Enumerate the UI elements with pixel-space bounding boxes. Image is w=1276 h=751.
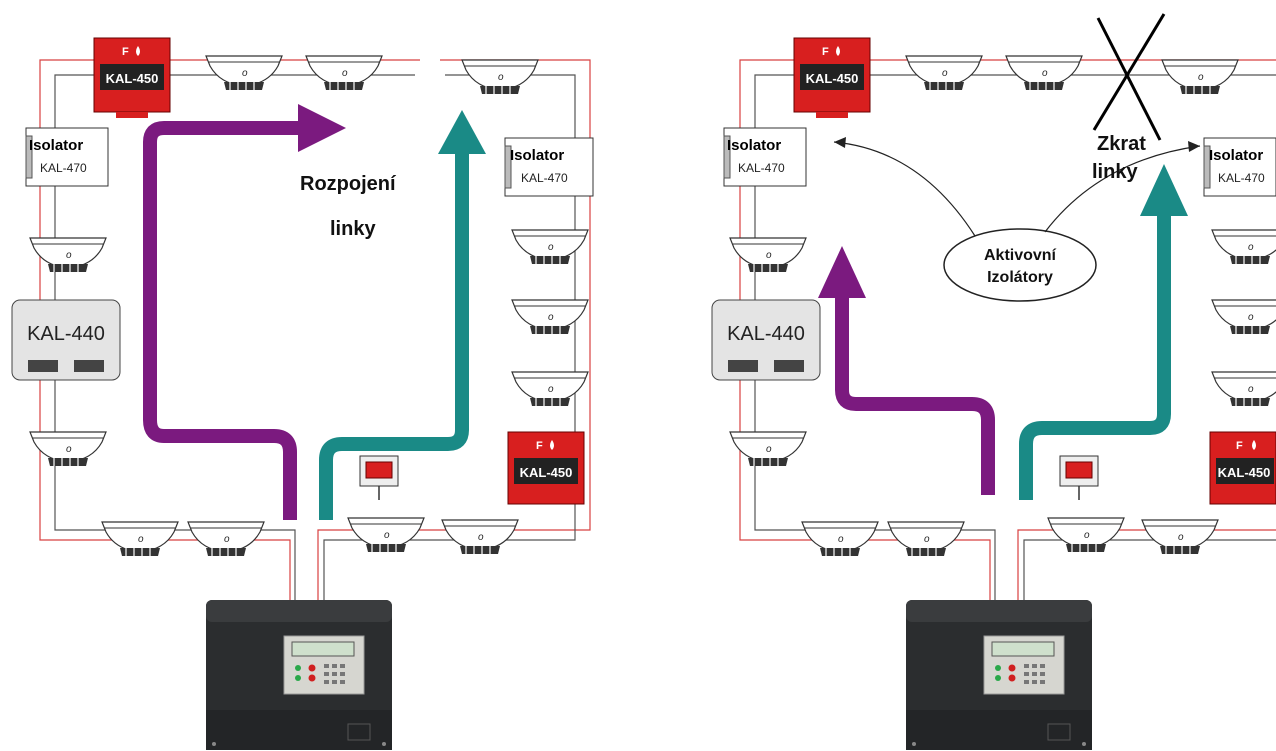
callpoint-model: KAL-450 <box>1218 465 1271 480</box>
smoke-detector-icon <box>441 519 519 555</box>
smoke-detector-icon <box>1161 59 1239 95</box>
active-label-1: Aktivovní <box>984 247 1057 264</box>
smoke-detector-icon <box>305 55 383 91</box>
activated-isolators-callout <box>943 228 1097 302</box>
active-label-2: Izolátory <box>987 269 1053 286</box>
teal-arrowhead <box>1140 164 1188 216</box>
isolator-right: Isolator KAL-470 <box>504 137 594 197</box>
isolator-title: Isolator <box>727 137 781 154</box>
module-kal440: KAL-440 <box>711 299 821 381</box>
right-diagram-short-circuit: KAL-450 F Isolator KAL-470 Isolator KAL-… <box>711 13 1276 751</box>
control-panel-icon <box>905 599 1093 751</box>
callpoint-model: KAL-450 <box>520 465 573 480</box>
callout-pointer-right <box>1044 145 1201 233</box>
smoke-detector-icon <box>511 299 589 335</box>
purple-signal-arrow <box>143 121 300 520</box>
left-diagram-open-line: KAL-450 F Isolator KAL-470 Isolator KAL-… <box>11 37 594 751</box>
control-panel-icon <box>205 599 393 751</box>
smoke-detector-icon <box>461 59 539 95</box>
smoke-detector-icon <box>1005 55 1083 91</box>
callpoint-badge: F <box>122 46 129 58</box>
smoke-detector-icon <box>905 55 983 91</box>
smoke-detector-icon <box>887 521 965 557</box>
flame-icon <box>1252 440 1256 450</box>
smoke-detector-icon <box>347 517 425 553</box>
smoke-detector-icon <box>205 55 283 91</box>
isolator-model: KAL-470 <box>521 171 568 185</box>
smoke-detector-icon <box>1047 517 1125 553</box>
smoke-detector-icon <box>729 431 807 467</box>
open-line-label-1: Rozpojení <box>300 173 397 195</box>
callpoint-kal450-top: KAL-450 F <box>93 37 171 118</box>
purple-signal-arrow <box>835 295 995 495</box>
callpoint-model: KAL-450 <box>806 71 859 86</box>
isolator-title: Isolator <box>1209 147 1263 164</box>
isolator-left: Isolator KAL-470 <box>723 127 807 187</box>
short-label-1: Zkrat <box>1097 133 1146 155</box>
callpoint-badge: F <box>1236 440 1243 452</box>
isolator-model: KAL-470 <box>738 161 785 175</box>
module-model: KAL-440 <box>27 323 105 345</box>
module-model: KAL-440 <box>727 323 805 345</box>
callout-pointer-left <box>833 141 976 237</box>
callpoint-badge: F <box>536 440 543 452</box>
teal-arrowhead <box>438 110 486 154</box>
callpoint-model: KAL-450 <box>106 71 159 86</box>
sounder-beacon-icon <box>359 455 399 501</box>
teal-signal-arrow <box>319 150 469 520</box>
smoke-detector-icon <box>511 229 589 265</box>
module-kal440: KAL-440 <box>11 299 121 381</box>
smoke-detector-icon <box>729 237 807 273</box>
isolator-title: Isolator <box>29 137 83 154</box>
smoke-detector-icon <box>801 521 879 557</box>
smoke-detector-icon <box>101 521 179 557</box>
smoke-detector-icon <box>29 237 107 273</box>
open-line-label-2: linky <box>330 218 376 240</box>
teal-signal-arrow <box>1019 214 1171 500</box>
purple-arrowhead <box>298 104 346 152</box>
short-label-2: linky <box>1092 161 1138 183</box>
flame-icon <box>836 46 840 56</box>
smoke-detector-icon <box>29 431 107 467</box>
callpoint-badge: F <box>822 46 829 58</box>
callpoint-kal450-right: KAL-450 F <box>507 431 585 505</box>
isolator-right: Isolator KAL-470 <box>1203 137 1276 197</box>
smoke-detector-icon <box>1211 371 1276 407</box>
callpoint-kal450-right: KAL-450 F <box>1209 431 1276 505</box>
smoke-detector-icon <box>1141 519 1219 555</box>
smoke-detector-icon <box>187 521 265 557</box>
short-circuit-cross-icon <box>1092 13 1166 141</box>
flame-icon <box>136 46 140 56</box>
flame-icon <box>550 440 554 450</box>
callpoint-kal450-top: KAL-450 F <box>793 37 871 118</box>
smoke-detector-icon <box>1211 229 1276 265</box>
purple-arrowhead <box>818 246 866 298</box>
isolator-model: KAL-470 <box>1218 171 1265 185</box>
isolator-left: Isolator KAL-470 <box>25 127 109 187</box>
isolator-model: KAL-470 <box>40 161 87 175</box>
smoke-detector-icon <box>1211 299 1276 335</box>
smoke-detector-icon <box>511 371 589 407</box>
isolator-title: Isolator <box>510 147 564 164</box>
sounder-beacon-icon <box>1059 455 1099 501</box>
